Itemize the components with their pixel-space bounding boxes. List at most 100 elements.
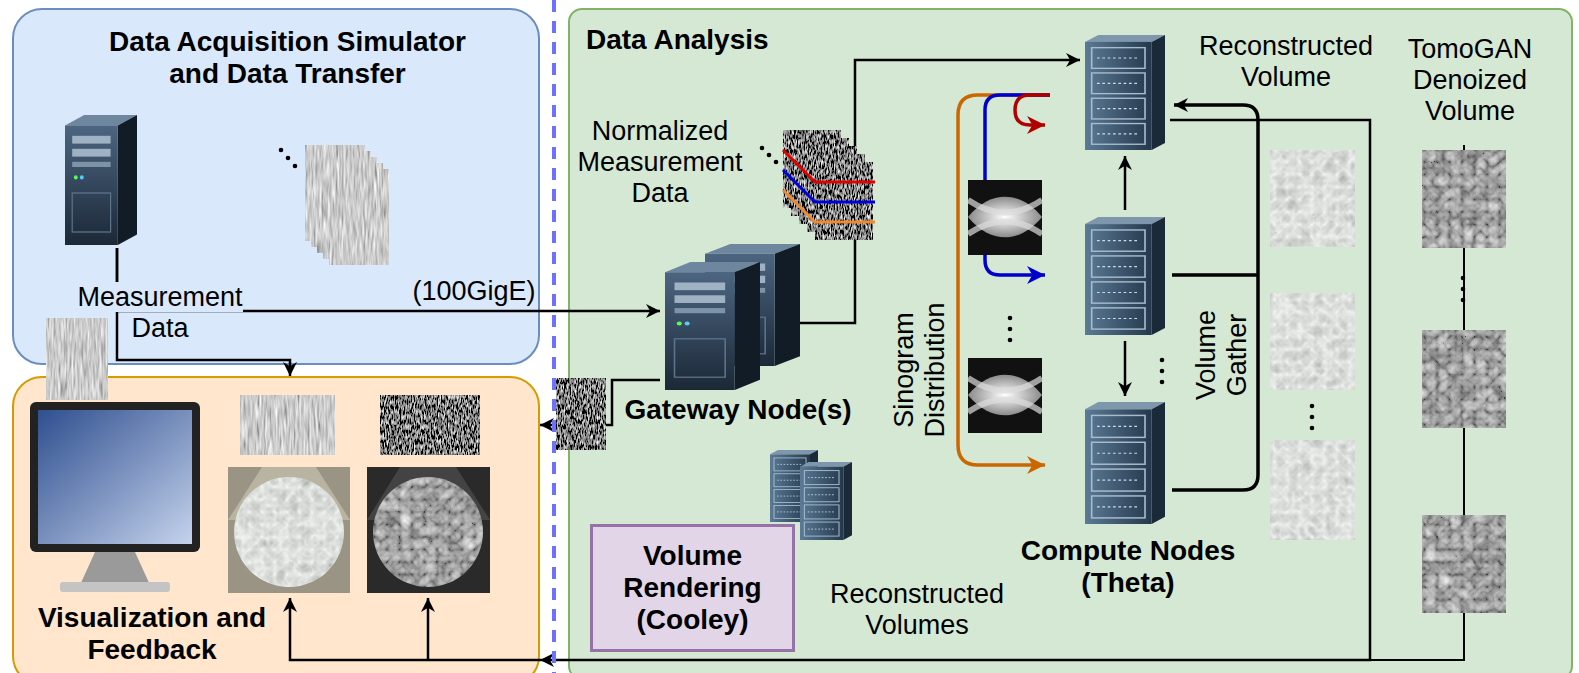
edge-label-slot: (100GigE) bbox=[399, 276, 549, 307]
sinogram-image-part bbox=[968, 375, 1042, 416]
panel-heading: Data Acquisition Simulator and Data Tran… bbox=[95, 26, 480, 90]
tomogan-slices-part bbox=[1422, 150, 1506, 248]
normalized-stack-part bbox=[783, 150, 875, 182]
connector bbox=[117, 248, 290, 376]
server-label: Measurement Data bbox=[77, 282, 242, 343]
simulator-server: Measurement Data bbox=[62, 112, 138, 248]
reconstructed-slices-part bbox=[1270, 150, 1355, 247]
volume-gather-bracket-part bbox=[1172, 105, 1258, 490]
ellipsis-part bbox=[1461, 287, 1466, 292]
sinogram-image-part bbox=[968, 180, 1042, 255]
label-slot: Volume Gather bbox=[1191, 280, 1253, 430]
divider-line-part bbox=[552, 0, 556, 673]
annotation-label: Volume Gather bbox=[1191, 280, 1253, 430]
compute-server-icon-part bbox=[1085, 35, 1165, 150]
ellipsis-part bbox=[1008, 316, 1013, 321]
connector bbox=[117, 248, 660, 311]
annotation-label: Normalized Measurement Data bbox=[560, 116, 760, 209]
sinogram-arrows-part bbox=[958, 95, 1050, 465]
sinogram-image bbox=[968, 358, 1042, 433]
compute-node-stack: Compute Nodes (Theta) bbox=[1080, 30, 1170, 530]
sinogram-image bbox=[968, 180, 1042, 255]
normalized-stack-part bbox=[783, 170, 875, 202]
connector-group bbox=[117, 60, 1370, 660]
feedback-images-part bbox=[228, 467, 350, 520]
feedback-images-part bbox=[380, 395, 480, 455]
label-slot: Reconstructed Volumes bbox=[812, 579, 1022, 641]
text-slot: Measurement Data bbox=[65, 282, 255, 344]
ellipsis-part bbox=[1310, 404, 1315, 409]
panel: Measurement Data Data Acquisition Simulat… bbox=[12, 8, 540, 365]
panel: Visualization and Feedback bbox=[12, 376, 540, 673]
compute-server-icon-part bbox=[1085, 402, 1165, 524]
label-slot: Reconstructed Volume bbox=[1186, 31, 1386, 93]
sinogram-arrows-part bbox=[985, 95, 1050, 275]
sinogram-image-part bbox=[968, 378, 1042, 412]
compute-server-icon-part bbox=[1085, 217, 1165, 335]
volume-gather-bracket bbox=[1172, 105, 1258, 490]
ellipsis-part bbox=[1461, 276, 1466, 281]
normalized-stack-part bbox=[774, 160, 779, 165]
gateway-server: Gateway Node(s) bbox=[660, 240, 800, 392]
panel-heading: Visualization and Feedback bbox=[22, 602, 282, 666]
feedback-images-part bbox=[367, 467, 490, 520]
sinogram-arrows bbox=[958, 95, 1050, 465]
annotation-label: Reconstructed Volume bbox=[1186, 31, 1386, 93]
normalized-stack bbox=[760, 130, 875, 240]
gateway-server-icon bbox=[665, 244, 800, 390]
feedback-images-part bbox=[290, 598, 540, 660]
cooley-server-icon-part bbox=[770, 450, 818, 522]
measurement-stack-part bbox=[293, 164, 298, 169]
text-slot: Data Analysis bbox=[586, 24, 986, 56]
normalized-stack-part bbox=[791, 138, 849, 216]
measurement-stack bbox=[279, 145, 389, 265]
tomogan-slices-part bbox=[1422, 330, 1506, 428]
text-slot: Gateway Node(s) bbox=[608, 394, 868, 426]
measurement-sample-part bbox=[46, 318, 108, 400]
annotation-label: Sinogram Distribution bbox=[889, 285, 951, 455]
process-box: Volume Rendering (Cooley) bbox=[590, 524, 795, 652]
compute-server-icon-part bbox=[1124, 156, 1127, 396]
measurement-stack-part bbox=[323, 163, 383, 259]
text-slot: Visualization and Feedback bbox=[22, 602, 282, 666]
normalized-stack-part bbox=[767, 153, 772, 158]
ellipsis-part bbox=[1310, 426, 1315, 431]
gateway-server-icon-part bbox=[665, 262, 760, 390]
measurement-stack-part bbox=[311, 151, 371, 247]
panel-heading: Data Analysis bbox=[586, 24, 986, 56]
monitor-icon-part bbox=[30, 402, 200, 552]
label-slot: Sinogram Distribution bbox=[889, 285, 951, 455]
ellipsis-part bbox=[1008, 338, 1013, 343]
reconstructed-slices-part bbox=[1270, 293, 1355, 390]
normalized-stack-part bbox=[807, 154, 865, 232]
edge-label: (100GigE) bbox=[399, 276, 549, 307]
text-slot: Compute Nodes (Theta) bbox=[1008, 535, 1248, 599]
server-label: Gateway Node(s) bbox=[608, 394, 868, 426]
tomogan-line-part bbox=[1370, 145, 1464, 660]
monitor-icon bbox=[30, 402, 200, 592]
feedback-images-part bbox=[240, 395, 335, 455]
feedback-images-part bbox=[234, 477, 344, 587]
normalized-stack-part bbox=[783, 190, 875, 222]
feedback-images-part bbox=[427, 598, 430, 660]
tomogan-slices bbox=[1422, 150, 1506, 613]
normalized-stack-part bbox=[815, 162, 873, 240]
monitor-icon-part bbox=[60, 582, 170, 592]
measurement-stack-part bbox=[279, 148, 284, 153]
reconstructed-slices-part bbox=[1270, 440, 1355, 540]
ellipsis-part bbox=[1160, 369, 1165, 374]
normalized-stack-part bbox=[799, 146, 857, 224]
measurement-stack-part bbox=[317, 157, 377, 253]
tomogan-line bbox=[1370, 145, 1464, 660]
panel: Gateway Node(s) Compute Nodes (Theta) Volu… bbox=[568, 8, 1573, 673]
normalized-stack-part bbox=[783, 130, 841, 208]
cooley-server-icon-part bbox=[800, 462, 852, 540]
text-slot: Volume Rendering (Cooley) bbox=[601, 540, 784, 637]
sinogram-image-part bbox=[968, 200, 1042, 234]
ellipsis-part bbox=[1461, 298, 1466, 303]
divider-line bbox=[554, 0, 555, 673]
